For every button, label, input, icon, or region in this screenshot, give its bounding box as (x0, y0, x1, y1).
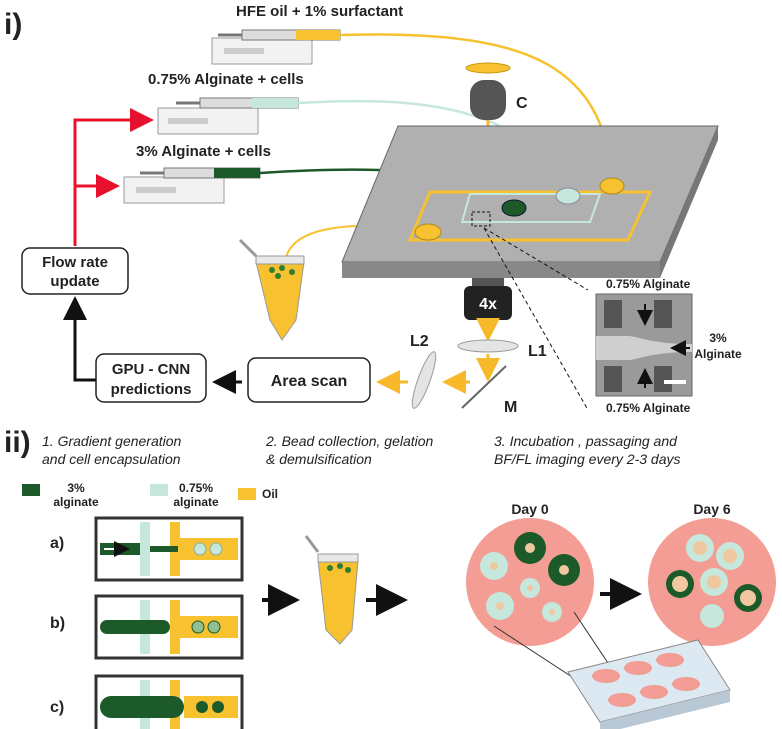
micrograph-right-label-line1: 3% (709, 331, 727, 345)
zoom-line-top (483, 227, 589, 291)
well-day6 (648, 518, 776, 646)
condenser (470, 80, 506, 120)
step3-title-line1: 3. Incubation , passaging and (494, 433, 678, 449)
flow-rate-box (21, 247, 129, 295)
objective-label: 4x (479, 296, 497, 313)
day0-label: Day 0 (511, 501, 549, 517)
gpu-cnn-box (95, 353, 207, 403)
syringe-pump-oil (211, 29, 341, 65)
micrograph-top-label: 0.75% Alginate (606, 277, 691, 291)
legend-oil: Oil (262, 487, 278, 501)
lens-l1 (457, 339, 519, 353)
legend-low-line1: 0.75% (179, 481, 213, 495)
row-label-a: a) (50, 535, 64, 552)
flow-rate-label-line1: Flow rate (42, 254, 108, 271)
area-scan-label: Area scan (271, 373, 348, 390)
panel-label-ii: ii) (4, 426, 31, 459)
micrograph-right-label-line2: Alginate (694, 347, 742, 361)
legend-swatch-low (150, 484, 168, 496)
flow-rate-label-line2: update (50, 273, 99, 290)
step1-title-line2: and cell encapsulation (42, 451, 181, 467)
collection-tube-bottom (304, 535, 359, 645)
step3-title-line2: BF/FL imaging every 2-3 days (494, 451, 681, 467)
microfluidic-chip (341, 125, 719, 278)
micrograph-bottom-label: 0.75% Alginate (606, 401, 691, 415)
channel-row-b (94, 594, 244, 660)
gpu-cnn-label-line2: predictions (111, 381, 192, 398)
label-high-alginate-syringe: 3% Alginate + cells (136, 143, 271, 160)
mirror-label: M (504, 399, 517, 416)
well-day0 (466, 518, 594, 646)
step2-title-line1: 2. Bead collection, gelation (265, 433, 434, 449)
objective-collar (472, 278, 504, 288)
step2-title-line2: & demulsification (266, 451, 372, 467)
micrograph (595, 293, 693, 397)
gpu-cnn-label-line1: GPU - CNN (112, 361, 190, 378)
syringe-pump-low-alginate (157, 97, 299, 135)
lens-l1-label: L1 (528, 343, 547, 360)
day6-label: Day 6 (693, 501, 731, 517)
collection-tube-top (238, 238, 305, 341)
lens-l2-label: L2 (410, 333, 429, 350)
arrow-gpu-to-flow (63, 296, 96, 382)
legend-high-line1: 3% (67, 481, 85, 495)
row-label-c: c) (50, 699, 64, 716)
well-plate (567, 639, 731, 729)
light-source (465, 62, 511, 74)
row-label-b: b) (50, 615, 65, 632)
channel-row-a (94, 516, 244, 582)
panel-label-i: i) (4, 8, 22, 41)
mirror (461, 365, 507, 409)
legend-swatch-high (22, 484, 40, 496)
channel-row-c (94, 674, 244, 729)
objective (464, 286, 512, 320)
step1-title-line1: 1. Gradient generation (42, 433, 182, 449)
condenser-label: C (516, 95, 528, 112)
legend-low-line2: alginate (173, 495, 219, 509)
area-scan-box (247, 357, 371, 403)
legend-swatch-oil (238, 488, 256, 500)
lens-l2 (411, 351, 437, 409)
syringe-pump-high-alginate (123, 167, 261, 204)
label-low-alginate-syringe: 0.75% Alginate + cells (148, 71, 304, 88)
legend-high-line2: alginate (53, 495, 99, 509)
label-oil-syringe: HFE oil + 1% surfactant (236, 3, 403, 20)
feedback-arrow-low-alginate (73, 108, 154, 246)
